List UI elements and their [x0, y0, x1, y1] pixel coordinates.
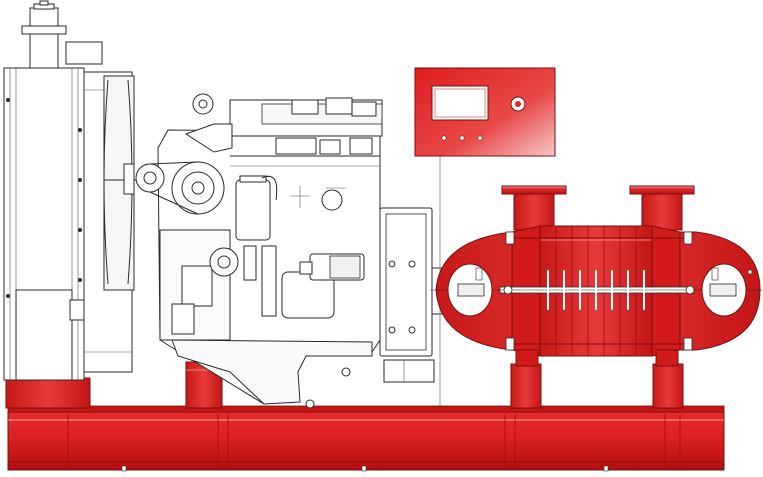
panel-indicator-light [459, 135, 465, 141]
panel-dial-icon [510, 96, 526, 112]
panel-indicator-light [477, 135, 483, 141]
base-frame [7, 405, 725, 472]
panel-indicator-light [441, 135, 447, 141]
control-panel [414, 67, 556, 157]
radiator-drawing [3, 0, 150, 381]
panel-display-screen [431, 85, 489, 121]
diesel-engine-drawing [123, 93, 443, 409]
multistage-pump [430, 185, 762, 367]
